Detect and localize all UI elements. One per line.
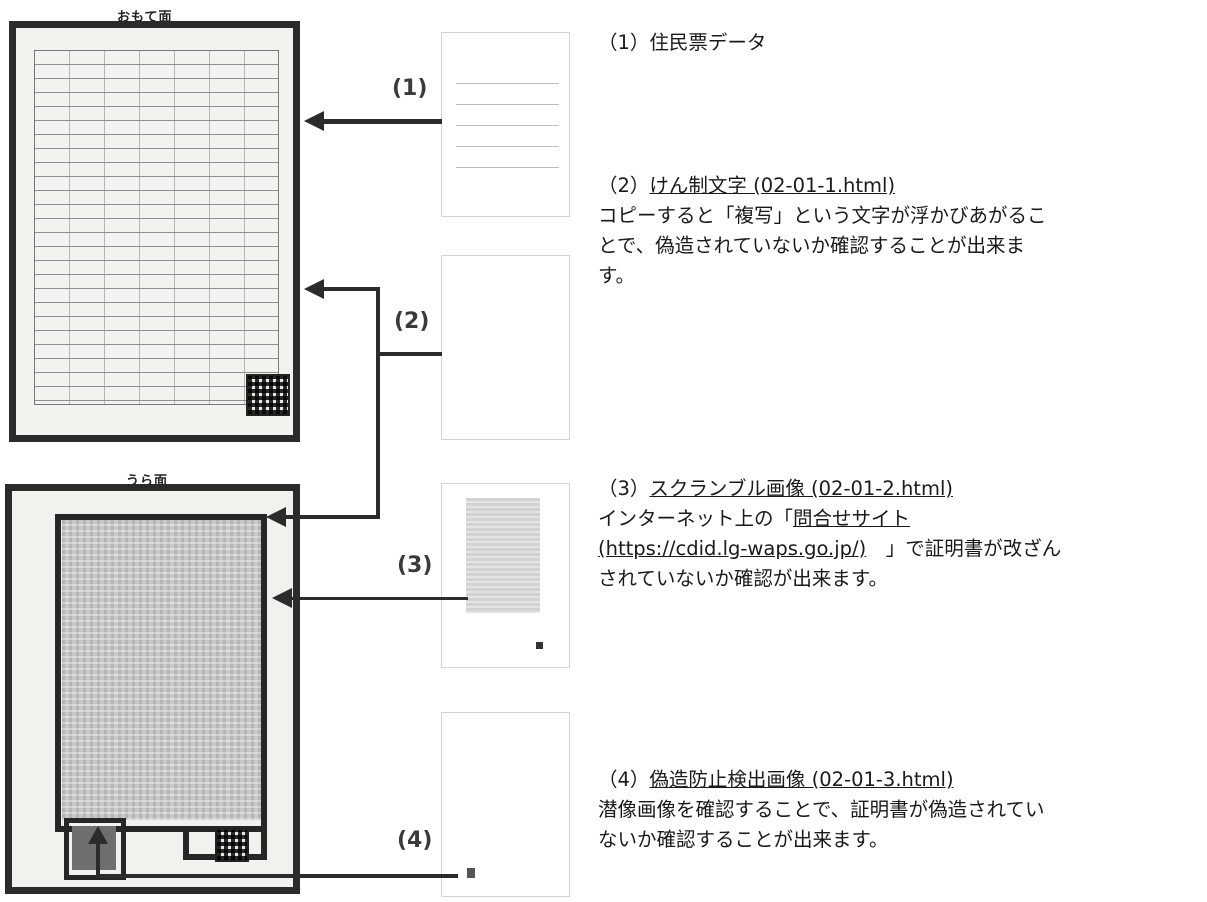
front-side-document [9, 21, 300, 442]
description-4: （4）偽造防止検出画像 (02-01-3.html) 潜像画像を確認することで、… [598, 765, 1198, 855]
back-qr-code [215, 828, 249, 862]
connector-4-line-vertical [96, 840, 100, 878]
front-qr-code [246, 374, 290, 416]
description-4-number: （4） [598, 768, 650, 791]
check-characters-link[interactable]: けん制文字 (02-01-1.html) [649, 174, 896, 197]
description-3-body-end: されていないか確認が出来ます。 [598, 567, 888, 590]
thumbnail-resident-data [441, 32, 570, 217]
description-3: （3）スクランブル画像 (02-01-2.html) インターネット上の「問合せ… [598, 474, 1198, 594]
description-3-body-start: インターネット上の「 [598, 507, 794, 530]
connector-2-line-bottom [284, 515, 380, 519]
thumbnail-mini-qr [536, 642, 543, 649]
connector-3-line [290, 597, 468, 600]
thumbnail-mini-latent [467, 868, 475, 878]
latent-image-frame [64, 818, 126, 880]
thumbnail-check-characters [441, 255, 570, 440]
connector-2-arrowhead-front [304, 279, 324, 299]
connector-4-line-horizontal [96, 874, 458, 878]
resident-record-form [34, 50, 279, 405]
description-3-body-middle: 」で証明書が改ざん [866, 537, 1062, 560]
scramble-image-frame [55, 514, 267, 832]
marker-3: (3) [397, 553, 435, 578]
description-3-heading: （3）スクランブル画像 (02-01-2.html) [598, 474, 1198, 504]
scramble-image-area [62, 520, 262, 820]
description-2-heading: （2）けん制文字 (02-01-1.html) [598, 171, 1198, 201]
description-2-body: コピーすると「複写」という文字が浮かびあがるこ とで、偽造されていないか確認する… [598, 204, 1047, 287]
description-1-heading: （1）住民票データ [598, 31, 767, 54]
marker-4: (4) [397, 828, 435, 853]
marker-1: (1) [392, 76, 430, 101]
description-3-body: インターネット上の「問合せサイト (https://cdid.lg-waps.go… [598, 504, 1198, 594]
inquiry-site-url-link[interactable]: (https://cdid.lg-waps.go.jp/) [598, 537, 867, 560]
description-3-number: （3） [598, 477, 650, 500]
connector-2-line-right [376, 352, 442, 356]
thumbnail-latent-image [441, 712, 570, 897]
description-4-heading: （4）偽造防止検出画像 (02-01-3.html) [598, 765, 1198, 795]
connector-4-arrowhead [88, 826, 108, 844]
marker-2: (2) [394, 309, 432, 334]
thumbnail-scramble-image [441, 483, 570, 668]
description-2: （2）けん制文字 (02-01-1.html) コピーすると「複写」という文字が… [598, 171, 1198, 291]
connector-2-arrowhead-back [266, 507, 286, 527]
description-2-number: （2） [598, 174, 650, 197]
connector-3-arrowhead [272, 588, 292, 608]
connector-1-arrowhead [304, 111, 324, 131]
scramble-image-link[interactable]: スクランブル画像 (02-01-2.html) [649, 477, 953, 500]
connector-1-line [322, 119, 442, 124]
connector-2-line-vertical [376, 287, 380, 518]
description-1: （1）住民票データ [598, 28, 1198, 58]
description-4-body: 潜像画像を確認することで、証明書が偽造されてい ないか確認することが出来ます。 [598, 798, 1045, 851]
connector-2-line-top [322, 287, 380, 291]
thumbnail-lines [456, 63, 559, 183]
inquiry-site-link[interactable]: 問合せサイト [793, 507, 911, 530]
anti-forgery-image-link[interactable]: 偽造防止検出画像 (02-01-3.html) [649, 768, 954, 791]
thumbnail-scramble-area [466, 498, 540, 613]
